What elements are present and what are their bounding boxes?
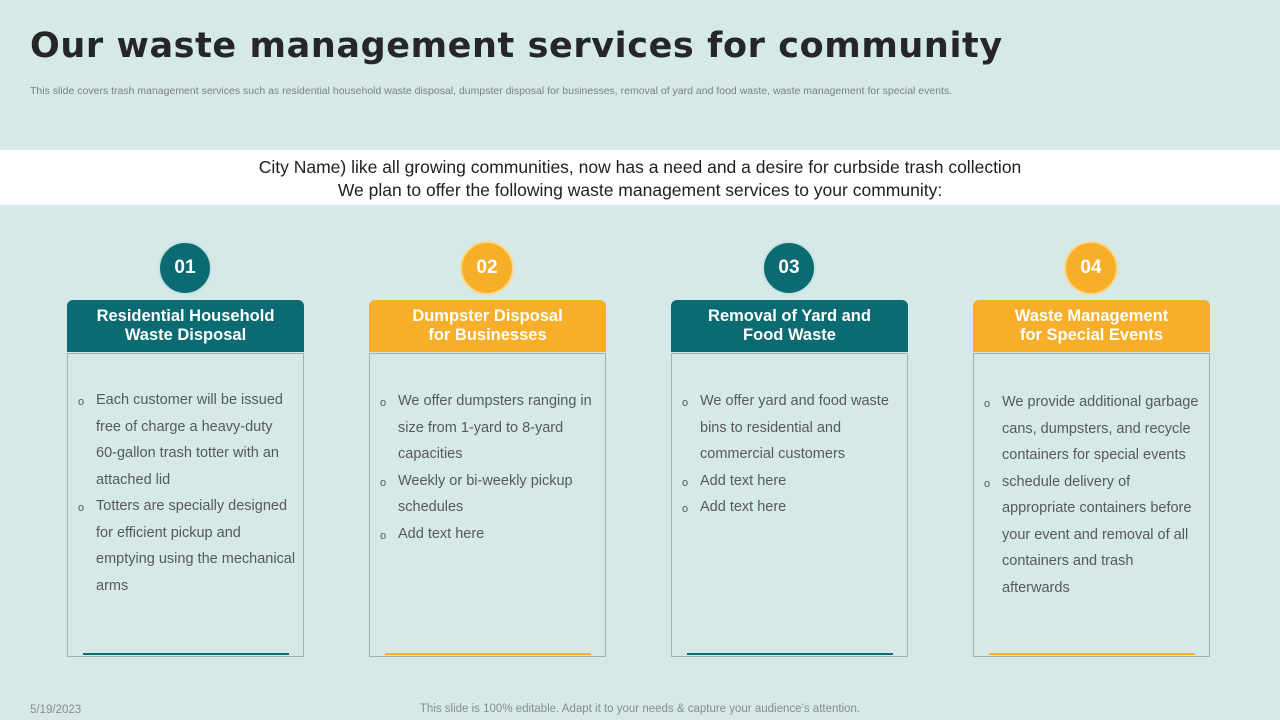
step-badge-02: 02: [460, 241, 514, 295]
card-header: Waste Management for Special Events: [973, 300, 1210, 352]
hollow-circle-icon: o: [380, 476, 387, 489]
card-underline: [385, 653, 591, 655]
step-badge-01: 01: [158, 241, 212, 295]
footer-date: 5/19/2023: [30, 704, 82, 716]
card-title-line-1: Waste Management: [1014, 307, 1169, 325]
slide-title: Our waste management services for commun…: [30, 26, 1003, 66]
slide-subtitle: This slide covers trash management servi…: [30, 85, 953, 97]
hollow-circle-icon: o: [682, 503, 689, 515]
intro-line-2: We plan to offer the following waste man…: [337, 180, 943, 200]
hollow-circle-icon: o: [682, 476, 689, 489]
step-badge-04: 04: [1064, 241, 1118, 295]
card-underline: [83, 653, 289, 655]
step-badge-03: 03: [762, 241, 816, 295]
intro-banner: City Name) like all growing communities,…: [0, 150, 1280, 205]
card-underline: [687, 653, 893, 655]
card-title-line-2: Waste Disposal: [124, 326, 247, 344]
card-header: Residential Household Waste Disposal: [67, 300, 304, 352]
hollow-circle-icon: o: [380, 529, 387, 542]
card-title-line-2: for Businesses: [428, 326, 547, 344]
card-title-line-2: for Special Events: [1019, 326, 1164, 344]
hollow-circle-icon: o: [78, 502, 85, 514]
card-header: Dumpster Disposal for Businesses: [369, 300, 606, 352]
card-underline: [989, 653, 1195, 655]
intro-line-1: City Name) like all growing communities,…: [258, 157, 1022, 177]
hollow-circle-icon: o: [78, 396, 85, 408]
hollow-circle-icon: o: [984, 477, 991, 490]
footer-note: This slide is 100% editable. Adapt it to…: [419, 703, 861, 715]
card-title-line-1: Removal of Yard and: [708, 307, 871, 325]
hollow-circle-icon: o: [682, 397, 689, 409]
card-title-line-1: Residential Household: [96, 307, 275, 325]
card-title-line-2: Food Waste: [743, 326, 836, 344]
card-title-line-1: Dumpster Disposal: [412, 307, 563, 325]
hollow-circle-icon: o: [380, 397, 387, 409]
hollow-circle-icon: o: [984, 398, 991, 410]
card-header: Removal of Yard and Food Waste: [671, 300, 908, 352]
